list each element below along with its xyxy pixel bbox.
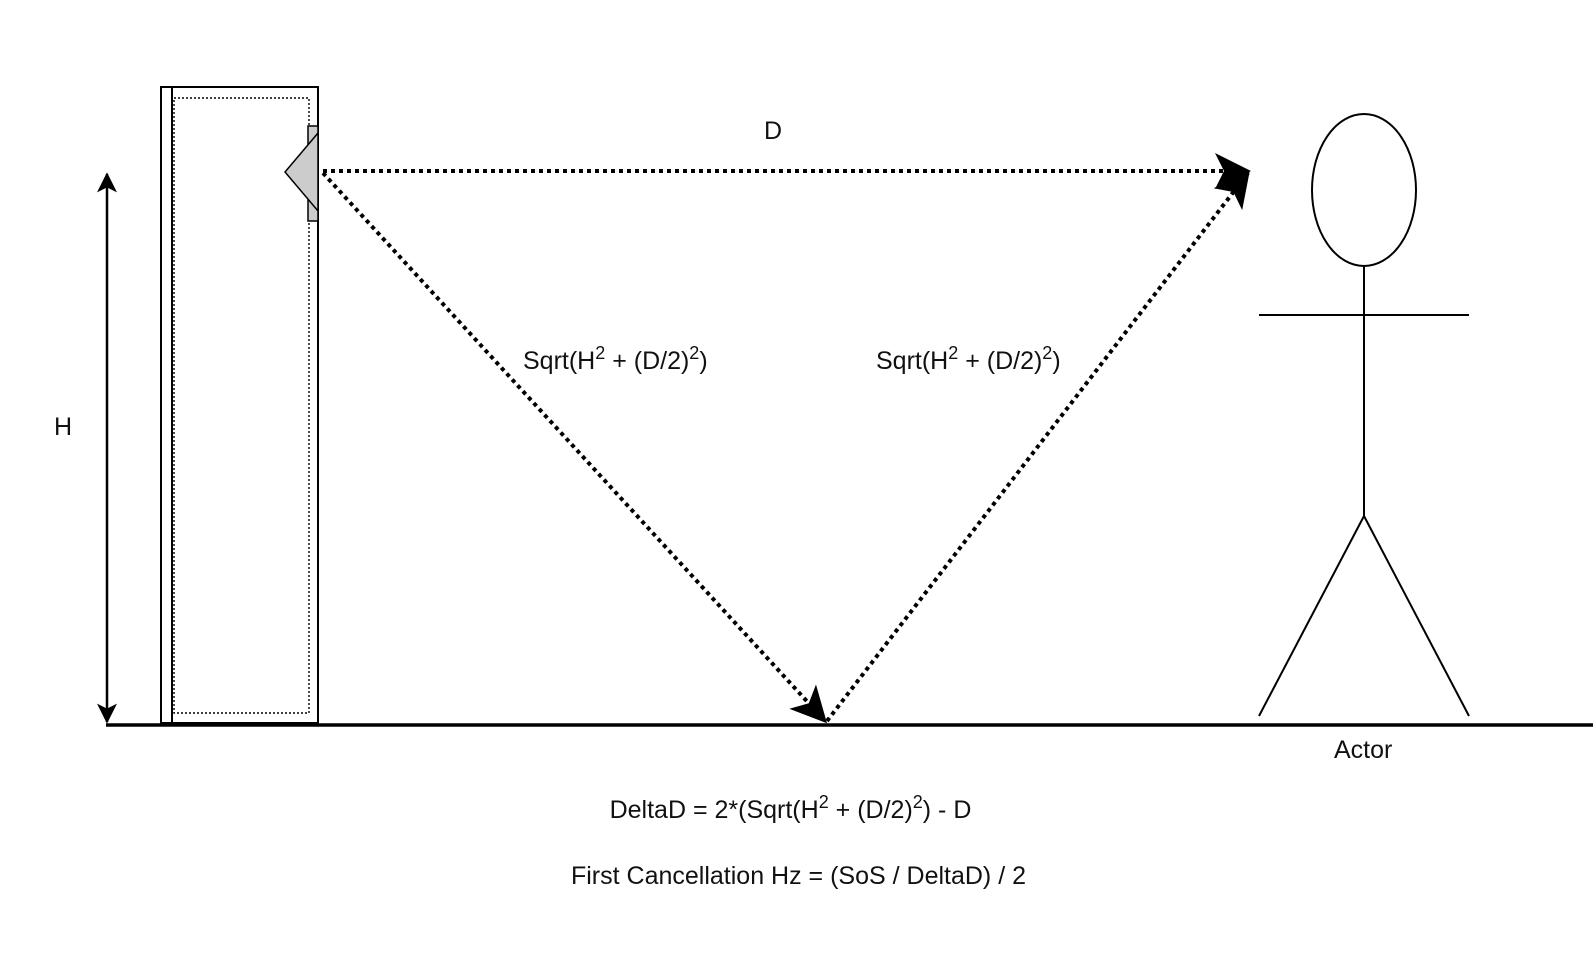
- label-right-path: Sqrt(H2 + (D/2)2): [876, 344, 1061, 375]
- actor-right-leg: [1363, 515, 1470, 717]
- right-path-text-post: ): [1052, 347, 1061, 375]
- label-actor: Actor: [1334, 736, 1393, 764]
- label-left-path: Sqrt(H2 + (D/2)2): [523, 344, 708, 375]
- cabinet-inner-dotted: [173, 97, 310, 714]
- right-path-sup1: 2: [948, 343, 959, 363]
- actor-head: [1311, 113, 1417, 267]
- reflected-path-down-arrow: [321, 171, 828, 724]
- formula-first-cancellation: First Cancellation Hz = (SoS / DeltaD) /…: [570, 862, 1027, 890]
- right-path-text-pre: Sqrt(H: [876, 347, 949, 375]
- left-path-text-mid: + (D/2): [605, 347, 690, 375]
- left-path-sup2: 2: [689, 343, 700, 363]
- left-path-sup1: 2: [595, 343, 606, 363]
- delta-d-text-mid: + (D/2): [828, 796, 913, 824]
- formula-delta-d: DeltaD = 2*(Sqrt(H2 + (D/2)2) - D: [0, 793, 1587, 824]
- actor-figure: [1258, 113, 1470, 717]
- label-d: D: [764, 117, 783, 145]
- speaker-icon: [284, 125, 319, 222]
- delta-d-sup1: 2: [818, 792, 829, 812]
- left-path-text-post: ): [699, 347, 708, 375]
- speaker-cabinet: [160, 86, 319, 724]
- label-h: H: [54, 413, 73, 441]
- reflected-path-up-arrow: [825, 170, 1250, 723]
- delta-d-sup2: 2: [912, 792, 923, 812]
- cabinet-outer: [160, 86, 319, 724]
- actor-left-leg: [1258, 515, 1365, 717]
- left-path-text-pre: Sqrt(H: [523, 347, 596, 375]
- delta-d-text-pre: DeltaD = 2*(Sqrt(H: [609, 796, 819, 824]
- right-path-sup2: 2: [1042, 343, 1053, 363]
- right-path-text-mid: + (D/2): [958, 347, 1043, 375]
- delta-d-text-post: ) - D: [922, 796, 972, 824]
